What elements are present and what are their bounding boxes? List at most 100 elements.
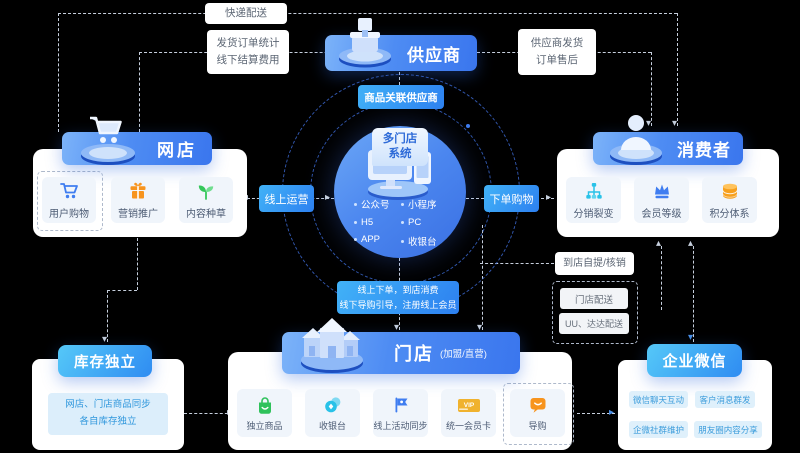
coins-icon xyxy=(722,183,737,199)
consumer-title: 消费者 xyxy=(677,141,731,160)
feature-label: 独立商品 xyxy=(246,420,283,431)
connector-supplier-to-consumer xyxy=(651,52,652,126)
arrow-down-consumer2: ▾ xyxy=(672,118,678,129)
ship-stats-box: 发货订单统计 线下结算费用 xyxy=(207,30,289,74)
vip-card-icon: VIP xyxy=(457,398,480,412)
cashier-coins-icon xyxy=(324,396,340,412)
wecom-feature-moments: 朋友圈内容分享 xyxy=(694,421,762,438)
wecom-banner: 企业微信 xyxy=(647,344,742,377)
arrow-down-inventory: ▾ xyxy=(102,334,108,345)
supplier-ship-box: 供应商发货 订单售后 xyxy=(518,29,596,75)
feature-label: 营销推广 xyxy=(118,208,158,220)
feature-tile-own-products: 独立商品 xyxy=(237,389,292,437)
connector-to-inventory xyxy=(107,290,108,342)
arrow-up-consumer2: ▴ xyxy=(688,238,694,249)
flow-store-line1: 线上下单，到店消费 xyxy=(357,285,439,296)
uu-dada-box: UU、达达配送 xyxy=(559,313,629,334)
badge-product-supplier: 商品关联供应商 xyxy=(358,85,444,109)
arrow-down-store1: ▾ xyxy=(394,322,400,333)
center-system-tag: 多门店 系统 xyxy=(372,128,428,166)
store-delivery-box: 门店配送 xyxy=(560,288,628,309)
channel-list-right: 小程序 PC 收银台 xyxy=(401,197,437,248)
feature-tile-marketing: 营销推广 xyxy=(111,177,165,223)
flow-order-shopping: 下单购物 xyxy=(484,185,539,212)
supplier-ship-line1: 供应商发货 xyxy=(530,37,584,50)
inventory-desc-box: 网店、门店商品同步 各自库存独立 xyxy=(48,393,168,435)
stores-3d-icon xyxy=(301,318,363,373)
wecom-feature-label: 客户消息群发 xyxy=(699,394,751,405)
feature-label: 内容种草 xyxy=(186,208,226,220)
connector-express-top xyxy=(58,13,677,14)
ship-stats-line1: 发货订单统计 xyxy=(216,37,280,50)
channel-app: APP xyxy=(361,234,381,245)
channel-pc: PC xyxy=(408,217,422,228)
supplier-ship-line2: 订单售后 xyxy=(536,54,578,66)
feature-tile-guide: 导购 xyxy=(510,389,565,437)
channel-miniprogram: 小程序 xyxy=(408,200,437,211)
connector-circle-pickup xyxy=(480,263,554,264)
feature-tile-cashier: 收银台 xyxy=(305,389,360,437)
badge-text: 商品关联供应商 xyxy=(364,91,438,104)
network-icon xyxy=(585,182,602,199)
feature-tile-points: 积分体系 xyxy=(702,177,757,223)
feature-tile-user-shopping: 用户购物 xyxy=(42,177,96,223)
feature-label: 收银台 xyxy=(318,420,346,431)
bag-icon xyxy=(258,396,271,414)
connector-onlinestore-down1 xyxy=(137,238,138,290)
arrow-down-consumer1: ▾ xyxy=(646,118,652,129)
crown-icon xyxy=(654,184,669,198)
flow-online-ops-text: 线上运营 xyxy=(264,193,309,206)
person-3d-icon xyxy=(610,115,662,165)
feature-label: 会员等级 xyxy=(641,208,682,220)
express-delivery-text: 快递配送 xyxy=(225,7,267,20)
wecom-title: 企业微信 xyxy=(662,353,727,370)
feature-label: 导购 xyxy=(528,420,547,431)
flow-order-shopping-text: 下单购物 xyxy=(489,193,534,206)
inventory-title: 库存独立 xyxy=(74,354,136,371)
inventory-desc-line2: 各自库存独立 xyxy=(79,416,137,427)
connector-consumer-pickup xyxy=(661,246,662,310)
tag-line1: 多门店 xyxy=(382,133,418,146)
feature-label: 分销裂变 xyxy=(573,208,614,220)
store-subtitle: (加盟/直营) xyxy=(440,349,487,360)
arrow-down-wecom: ▾ xyxy=(688,332,694,343)
channel-list-left: 公众号 H5 APP xyxy=(354,197,390,245)
feature-label: 用户购物 xyxy=(49,208,89,220)
bullet-dot xyxy=(401,221,404,224)
ring-dot-2 xyxy=(466,124,470,128)
pickup-text: 到店自提/核销 xyxy=(563,257,626,269)
connector-onlinestore-step xyxy=(107,290,137,291)
wecom-feature-label: 朋友圈内容分享 xyxy=(698,424,758,435)
vip-text: VIP xyxy=(463,402,474,409)
feature-tile-member-level: 会员等级 xyxy=(634,177,689,223)
feature-tile-activity-sync: 线上活动同步 xyxy=(373,389,428,437)
connector-guide-to-wecom xyxy=(577,413,615,414)
cart-3d-icon xyxy=(81,116,135,165)
feature-tile-member-card: VIP 统一会员卡 xyxy=(441,389,496,437)
express-delivery-box: 快递配送 xyxy=(205,3,287,24)
store-delivery-text: 门店配送 xyxy=(574,294,613,306)
delivery-group xyxy=(552,281,638,344)
flag-icon xyxy=(395,397,407,412)
feature-label: 积分体系 xyxy=(709,208,750,220)
ship-stats-line2: 线下结算费用 xyxy=(216,54,280,66)
arrow-right-wecom: ▸ xyxy=(609,407,615,418)
connector-shipstats-left xyxy=(139,52,140,132)
pickup-box: 到店自提/核销 xyxy=(555,252,634,275)
flow-store-line2: 线下导购引导，注册线上会员 xyxy=(339,299,457,310)
sprout-icon xyxy=(198,185,214,200)
bullet-dot xyxy=(354,202,357,206)
guide-highlight xyxy=(503,383,574,445)
channel-cashier: 收银台 xyxy=(408,237,437,248)
connector-inventory-to-store xyxy=(184,413,233,414)
flow-store-label: 线上下单，到店消费 线下导购引导，注册线上会员 xyxy=(337,281,459,314)
wecom-feature-chat: 微信聊天互动 xyxy=(629,391,688,408)
factory-3d-icon xyxy=(339,18,391,68)
wecom-feature-label: 企微社群维护 xyxy=(632,424,684,435)
user-shopping-highlight xyxy=(37,171,103,231)
connector-consumer-wecom xyxy=(693,246,694,342)
gift-icon xyxy=(130,182,146,198)
supplier-title: 供应商 xyxy=(407,45,461,65)
wecom-feature-broadcast: 客户消息群发 xyxy=(695,391,755,408)
arrow-right-consumer: ▸ xyxy=(546,192,552,203)
